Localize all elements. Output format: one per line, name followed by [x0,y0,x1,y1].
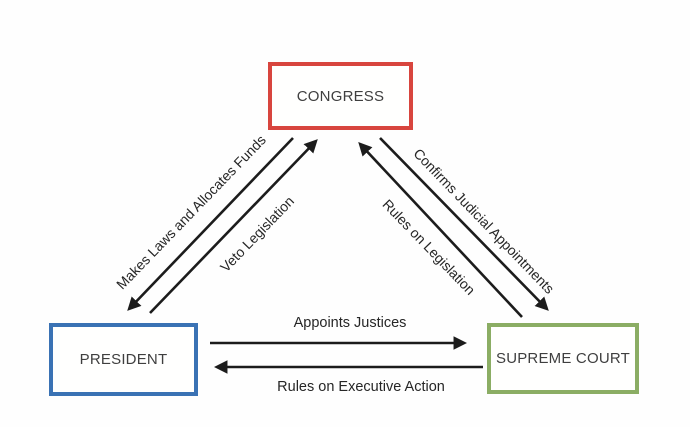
node-supreme-court: SUPREME COURT [487,323,639,394]
edge-label-rules-on-executive-action: Rules on Executive Action [277,379,445,395]
node-president: PRESIDENT [49,323,198,396]
arrow-supreme-court-to-congress [358,142,523,318]
node-congress: CONGRESS [268,62,413,130]
arrow-congress-to-president [127,137,294,311]
node-congress-label: CONGRESS [296,87,385,105]
node-president-label: PRESIDENT [79,351,168,368]
node-supreme-court-label: SUPREME COURT [495,350,630,367]
arrow-congress-to-supreme-court [379,137,549,311]
edge-label-appoints-justices: Appoints Justices [293,315,407,331]
arrow-president-to-congress [149,139,318,314]
